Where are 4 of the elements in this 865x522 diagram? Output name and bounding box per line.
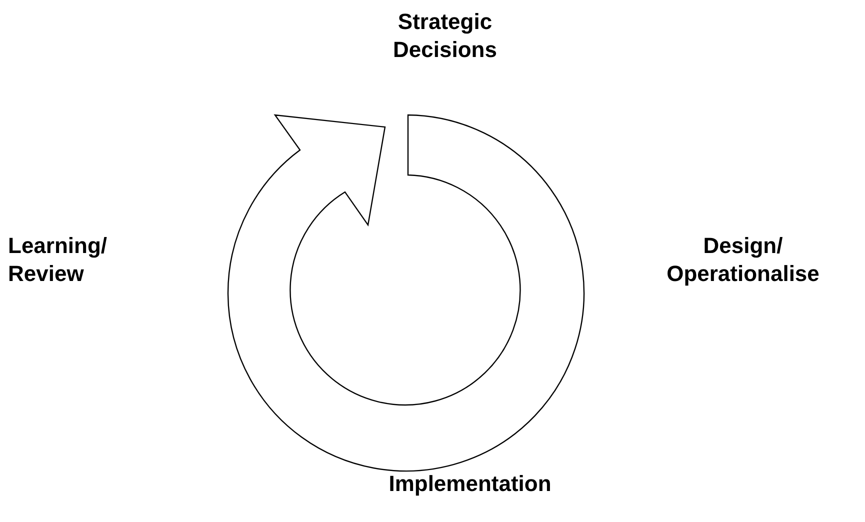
- stage-label: Strategic Decisions: [392, 8, 498, 64]
- stage-label: Learning/ Review: [8, 232, 108, 288]
- stage-label: Design/ Operationalise: [666, 232, 820, 288]
- stage-label: Implementation: [388, 470, 552, 498]
